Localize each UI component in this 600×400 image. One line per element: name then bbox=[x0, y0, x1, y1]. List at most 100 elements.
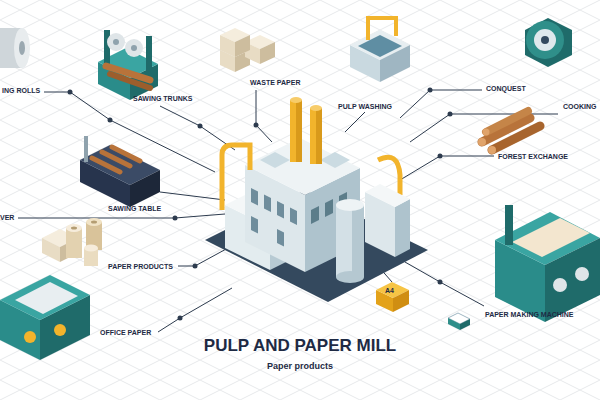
illustration-part bbox=[448, 112, 453, 117]
illustration-part bbox=[131, 45, 137, 51]
illustration-part bbox=[245, 138, 360, 195]
paper-products-figure bbox=[42, 218, 102, 266]
item-label: WASTE PAPER bbox=[250, 78, 303, 88]
illustration-part bbox=[260, 42, 275, 64]
illustration-part bbox=[158, 288, 232, 332]
illustration-part bbox=[193, 264, 198, 269]
illustration-part bbox=[86, 218, 102, 226]
illustration-part bbox=[336, 199, 364, 211]
conquest-figure bbox=[525, 18, 572, 67]
illustration-part bbox=[296, 100, 302, 162]
illustration-part bbox=[512, 218, 590, 257]
illustration-part bbox=[483, 129, 490, 136]
item-label: COOKING bbox=[563, 102, 599, 112]
illustration-part bbox=[316, 108, 322, 164]
subtitle: Paper products bbox=[0, 361, 600, 371]
illustration-part bbox=[405, 262, 484, 306]
item-name: FOREST EXCHANGE bbox=[498, 152, 571, 161]
illustration-part bbox=[42, 238, 60, 262]
item-name: VER bbox=[0, 213, 17, 222]
illustration-part bbox=[173, 216, 178, 221]
item-label: PULP WASHING bbox=[338, 102, 394, 112]
illustration-part bbox=[125, 39, 143, 57]
illustration-part bbox=[290, 100, 302, 162]
illustration-part bbox=[358, 35, 402, 57]
illustration-part bbox=[66, 224, 82, 232]
item-label: CONQUEST bbox=[486, 84, 528, 94]
illustration-part bbox=[130, 170, 160, 207]
illustration-part bbox=[110, 74, 150, 88]
illustration-part bbox=[488, 146, 496, 154]
leader-lines bbox=[18, 90, 558, 332]
item-label: FOREST EXCHANGE bbox=[498, 152, 571, 162]
illustration-part bbox=[251, 188, 297, 253]
illustration-part bbox=[68, 90, 73, 95]
illustration-part bbox=[260, 152, 290, 168]
illustration-part bbox=[84, 136, 88, 162]
illustration-part bbox=[460, 319, 470, 330]
illustration-part bbox=[352, 205, 364, 277]
illustration-part bbox=[0, 275, 90, 320]
illustration-part bbox=[486, 111, 528, 132]
illustration-part bbox=[428, 88, 433, 93]
illustration-part bbox=[290, 97, 302, 103]
illustration-part bbox=[365, 184, 410, 207]
pulp-washing-figure bbox=[350, 18, 410, 82]
illustration-part bbox=[256, 90, 272, 142]
illustration-part bbox=[320, 152, 350, 168]
item-label: PAPER MAKING MACHINE bbox=[485, 310, 576, 320]
illustration-part bbox=[393, 290, 409, 312]
item-name: SAWING TRUNKS bbox=[133, 94, 195, 103]
illustration-part bbox=[534, 29, 556, 51]
illustration-part bbox=[84, 245, 98, 252]
illustration-part bbox=[448, 318, 460, 330]
illustration-part bbox=[113, 39, 119, 45]
illustration-part bbox=[526, 21, 564, 59]
illustration-part bbox=[18, 214, 225, 218]
illustration-part bbox=[325, 199, 333, 217]
item-name: PAPER PRODUCTS bbox=[108, 262, 175, 271]
item-name: CONQUEST bbox=[486, 84, 528, 93]
illustration-part bbox=[336, 205, 364, 277]
illustration-part bbox=[66, 228, 82, 258]
illustration-part bbox=[160, 106, 235, 150]
item-label: VER bbox=[0, 213, 17, 223]
illustration-part bbox=[112, 147, 140, 161]
illustration-part bbox=[277, 229, 284, 247]
illustration-part bbox=[438, 280, 443, 285]
item-label: ING ROLLS bbox=[2, 86, 43, 96]
illustration-part bbox=[525, 18, 572, 67]
illustration-part bbox=[24, 331, 36, 343]
item-name: WASTE PAPER bbox=[250, 78, 303, 87]
illustration-part bbox=[264, 195, 271, 213]
illustration-part bbox=[310, 108, 322, 164]
item-label: OFFICE PAPER bbox=[100, 328, 154, 338]
illustration-part bbox=[575, 267, 589, 281]
illustration-part bbox=[178, 316, 183, 321]
illustration-part bbox=[438, 154, 443, 159]
illustration-part bbox=[505, 205, 513, 245]
illustration-part bbox=[91, 221, 97, 224]
logs-figure bbox=[478, 111, 540, 154]
illustration-part bbox=[160, 192, 225, 200]
illustration-part bbox=[553, 278, 567, 292]
item-name: ING ROLLS bbox=[2, 86, 43, 95]
office-paper-machine-figure bbox=[0, 275, 90, 360]
item-label: SAWING TABLE bbox=[108, 204, 164, 214]
illustration-part bbox=[15, 282, 78, 314]
illustration-part bbox=[345, 112, 365, 132]
illustration-part bbox=[290, 208, 297, 226]
illustration-part bbox=[104, 30, 110, 66]
illustration-part bbox=[541, 36, 549, 44]
illustration-part bbox=[251, 188, 258, 206]
illustration-part bbox=[368, 18, 396, 40]
main-title: PULP AND PAPER MILL bbox=[0, 336, 600, 356]
illustration-part bbox=[71, 227, 77, 230]
paper-making-machine-figure bbox=[495, 205, 600, 322]
illustration-part bbox=[222, 145, 250, 210]
illustration-part bbox=[400, 156, 494, 180]
illustration-part bbox=[54, 324, 66, 336]
item-label: SAWING TRUNKS bbox=[133, 94, 195, 104]
illustration-part bbox=[198, 124, 203, 129]
